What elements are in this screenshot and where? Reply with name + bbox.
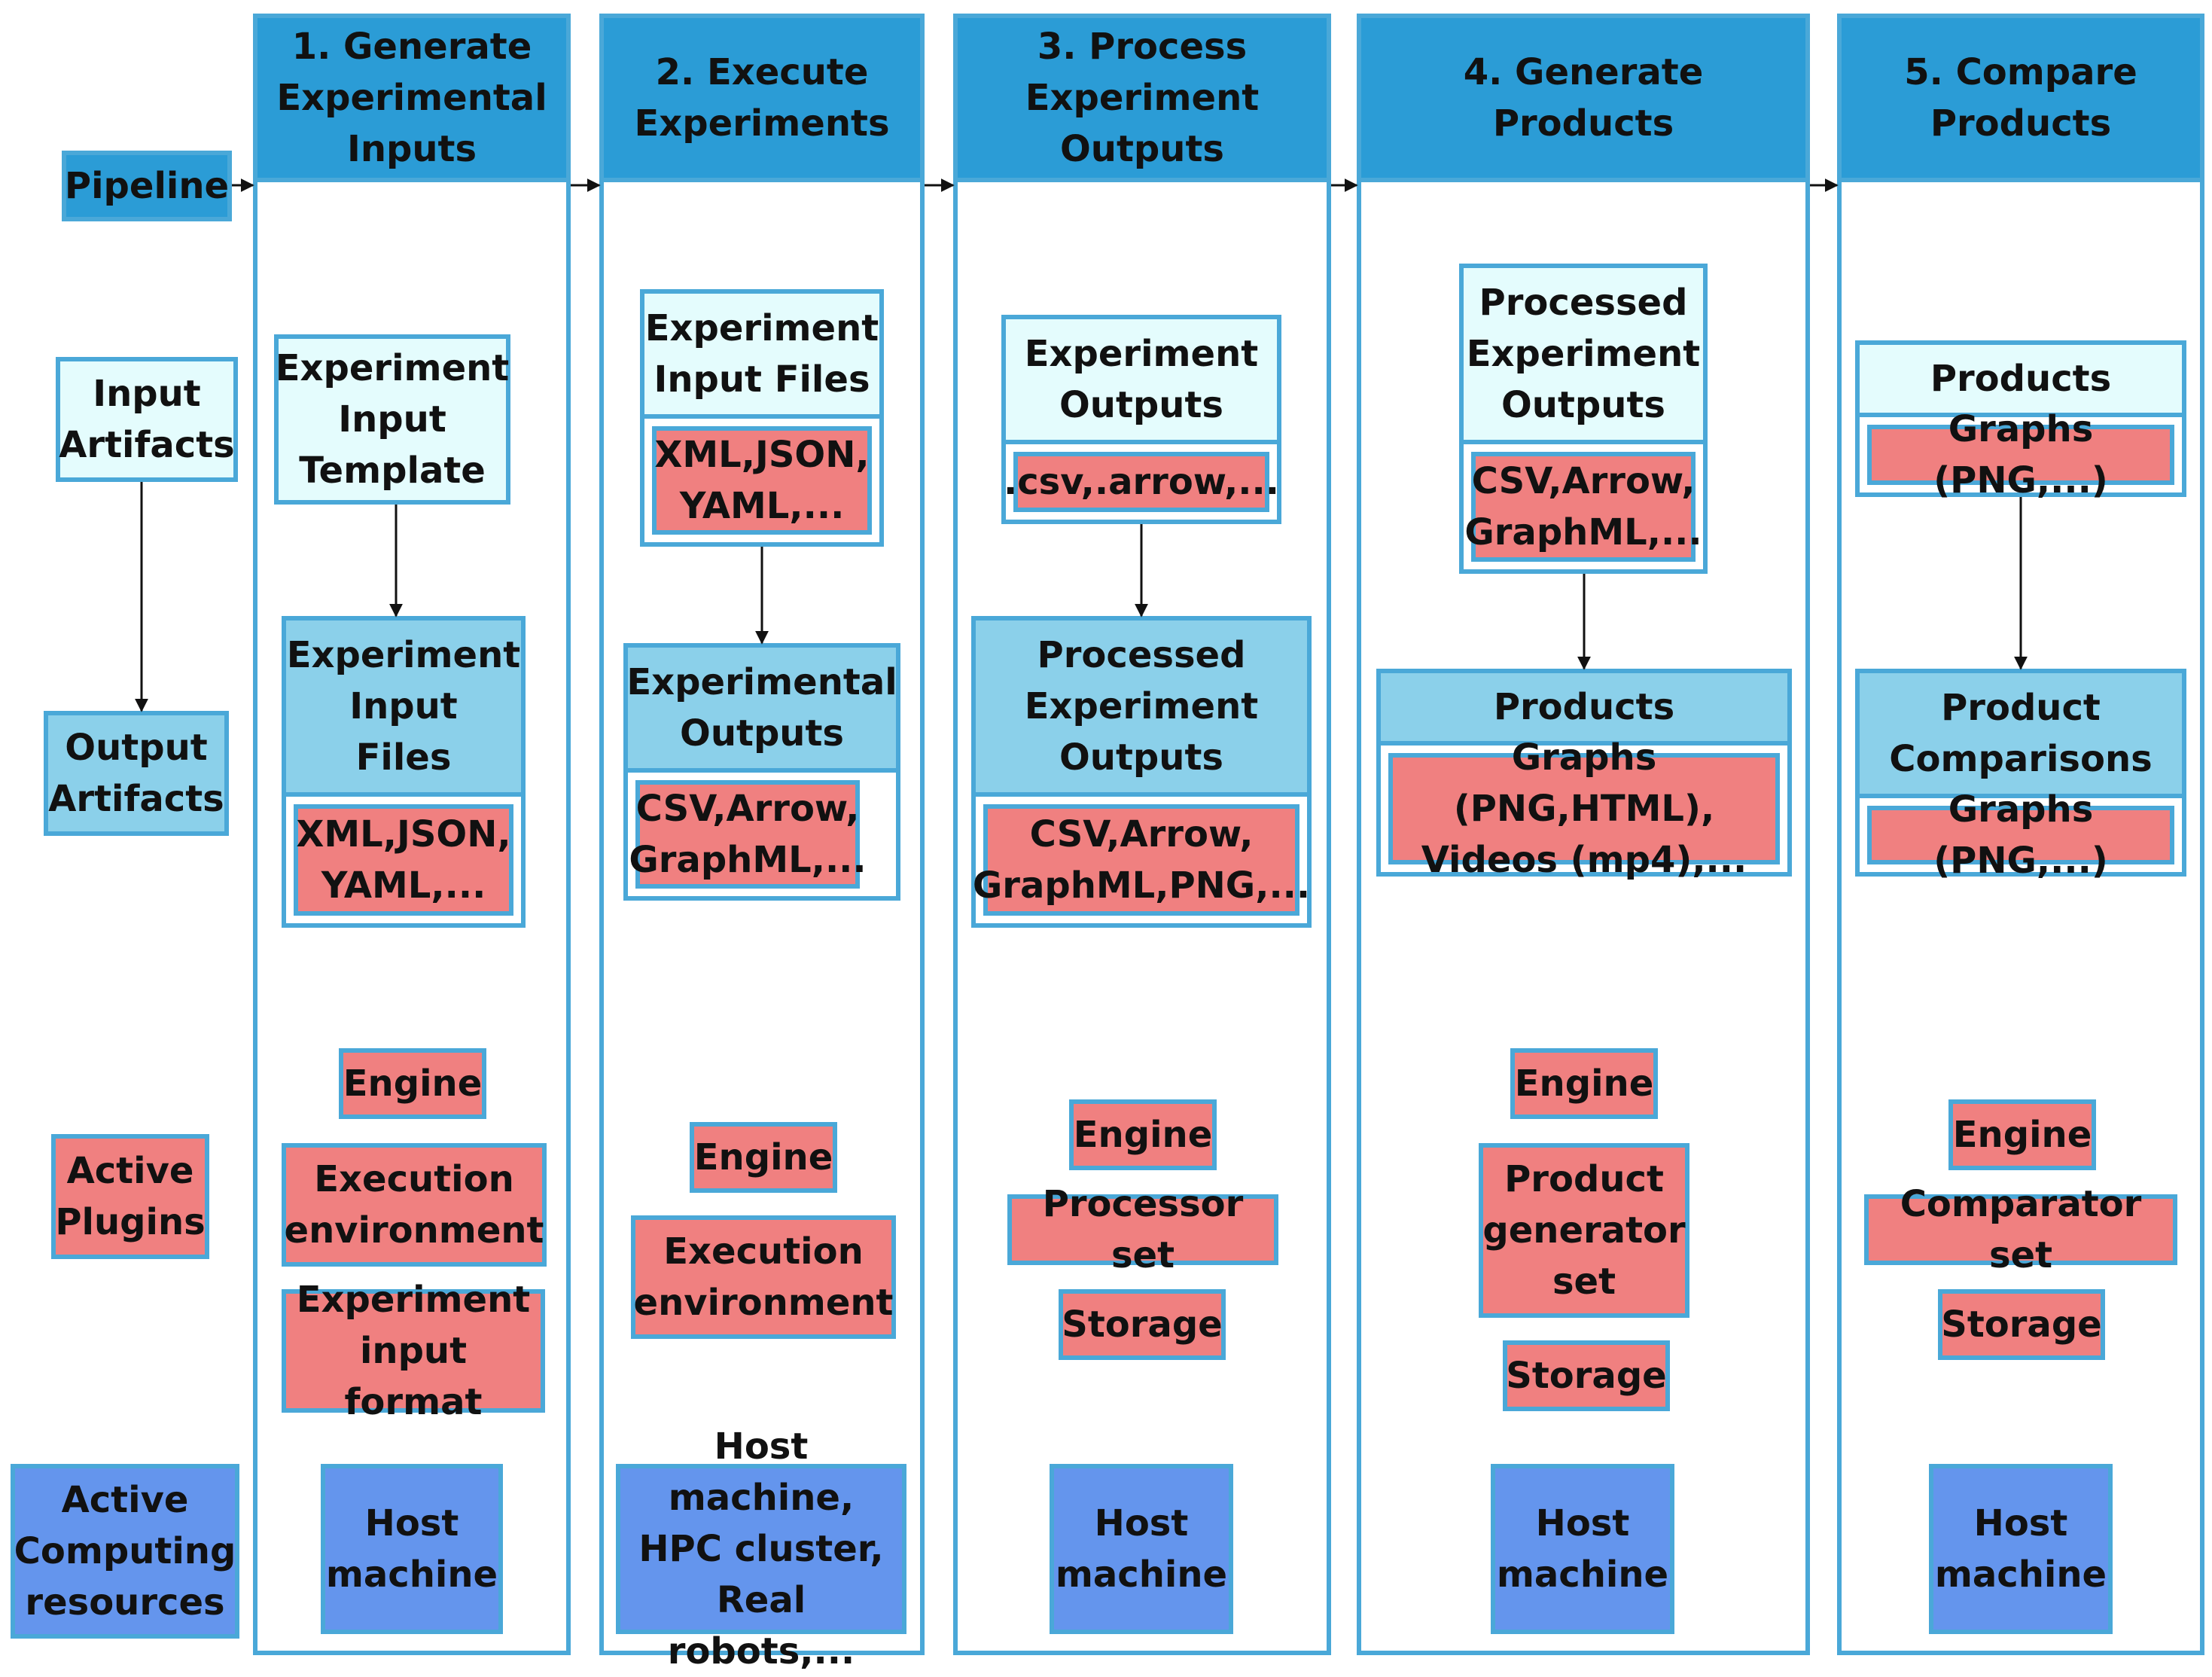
stage-2-input-detail: XML,JSON, YAML,... bbox=[652, 426, 872, 535]
stage-3-output-title: Processed Experiment Outputs bbox=[976, 620, 1307, 797]
stage-3-input-detail: .csv,.arrow,... bbox=[1004, 452, 1279, 512]
stage-1-output-title: Experiment Input Files bbox=[286, 620, 521, 797]
stage-1-plugin-engine: Engine bbox=[339, 1048, 486, 1119]
stage-5-output-group: Product Comparisons Graphs (PNG,...) bbox=[1855, 669, 2186, 882]
legend-pipeline: Pipeline bbox=[62, 151, 232, 221]
stage-4-plugin-engine: Engine bbox=[1510, 1048, 1658, 1119]
stage-3-computing: Host machine bbox=[1050, 1464, 1233, 1634]
stage-1-computing: Host machine bbox=[321, 1464, 503, 1634]
stage-4-output-title: Products bbox=[1381, 673, 1787, 746]
stage-2-output-detail: CSV,Arrow, GraphML,... bbox=[629, 780, 867, 889]
stage-3-input-title: Experiment Outputs bbox=[1006, 319, 1277, 444]
stage-5-input-group: Products Graphs (PNG,...) bbox=[1855, 340, 2186, 502]
stage-1-output-detail: XML,JSON, YAML,... bbox=[294, 804, 513, 916]
legend-active-computing: Active Computing resources bbox=[11, 1464, 239, 1639]
stage-5-plugin-storage: Storage bbox=[1938, 1289, 2105, 1360]
stage-5-title: 5. Compare Products bbox=[1837, 14, 2204, 182]
stage-3-plugin-storage: Storage bbox=[1059, 1289, 1226, 1360]
stage-1-input-template: Experiment Input Template bbox=[274, 334, 510, 505]
stage-3-input-group: Experiment Outputs .csv,.arrow,... bbox=[1001, 315, 1281, 524]
stage-5-computing: Host machine bbox=[1929, 1464, 2113, 1634]
stage-1-plugin-execution-environment: Execution environment bbox=[282, 1143, 547, 1267]
stage-4-input-group: Processed Experiment Outputs CSV,Arrow, … bbox=[1459, 264, 1708, 574]
stage-3-output-group: Processed Experiment Outputs CSV,Arrow, … bbox=[971, 616, 1312, 928]
legend-input-artifacts: Input Artifacts bbox=[56, 357, 238, 482]
legend-active-plugins: Active Plugins bbox=[51, 1134, 209, 1259]
stage-2-title: 2. Execute Experiments bbox=[599, 14, 925, 182]
stage-4-input-title: Processed Experiment Outputs bbox=[1464, 268, 1703, 444]
stage-4-input-detail: CSV,Arrow, GraphML,... bbox=[1464, 452, 1702, 562]
stage-4-title: 4. Generate Products bbox=[1357, 14, 1810, 182]
stage-1-output-group: Experiment Input Files XML,JSON, YAML,..… bbox=[282, 616, 526, 928]
stage-3-output-detail: CSV,Arrow, GraphML,PNG,... bbox=[973, 804, 1310, 916]
stage-5-input-title: Products bbox=[1860, 345, 2182, 417]
stage-2-plugin-execution-environment: Execution environment bbox=[631, 1215, 896, 1339]
stage-5-output-title: Product Comparisons bbox=[1860, 673, 2182, 798]
legend-output-artifacts: Output Artifacts bbox=[44, 711, 229, 836]
stage-5-output-detail: Graphs (PNG,...) bbox=[1867, 788, 2174, 882]
stage-3-plugin-engine: Engine bbox=[1069, 1099, 1217, 1170]
stage-4-output-group: Products Graphs (PNG,HTML), Videos (mp4)… bbox=[1376, 669, 1792, 881]
stage-3-title: 3. Process Experiment Outputs bbox=[953, 14, 1331, 182]
stage-4-plugin-product-generator-set: Product generator set bbox=[1479, 1143, 1689, 1318]
stage-4-computing: Host machine bbox=[1491, 1464, 1674, 1634]
stage-2-input-group: Experiment Input Files XML,JSON, YAML,..… bbox=[640, 289, 884, 547]
stage-2-plugin-engine: Engine bbox=[690, 1122, 837, 1193]
stage-5-plugin-engine: Engine bbox=[1948, 1099, 2096, 1170]
stage-4-plugin-storage: Storage bbox=[1503, 1340, 1670, 1411]
stage-2-output-title: Experimental Outputs bbox=[626, 648, 897, 773]
stage-2-output-group: Experimental Outputs CSV,Arrow, GraphML,… bbox=[623, 643, 900, 901]
stage-1-plugin-experiment-input-format: Experiment input format bbox=[282, 1279, 545, 1423]
stage-1-title: 1. Generate Experimental Inputs bbox=[253, 14, 571, 182]
stage-2-input-title: Experiment Input Files bbox=[644, 294, 879, 419]
